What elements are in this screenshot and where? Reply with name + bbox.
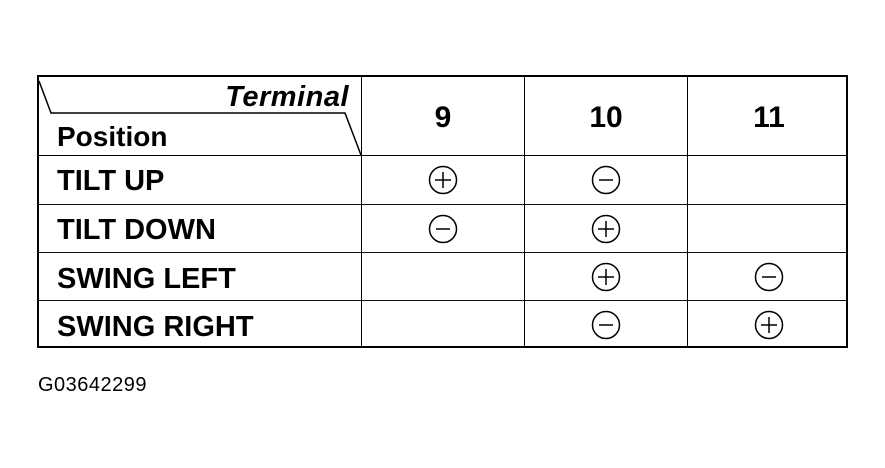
terminal-position-table: Terminal Position 9 10 11 TILT UP TILT D…	[37, 75, 848, 348]
column-divider	[687, 77, 688, 346]
terminal-9-header: 9	[434, 101, 452, 134]
terminal-10-header: 10	[589, 101, 623, 134]
terminal-header: Terminal	[225, 81, 349, 113]
row-label-swing-left: SWING LEFT	[57, 263, 236, 295]
plus-icon	[428, 165, 458, 195]
plus-icon	[754, 310, 784, 340]
row-label-tilt-down: TILT DOWN	[57, 214, 216, 246]
row-label-swing-right: SWING RIGHT	[57, 311, 254, 343]
row-divider	[39, 252, 846, 253]
minus-icon	[591, 165, 621, 195]
position-header: Position	[57, 121, 168, 152]
row-divider	[39, 204, 846, 205]
header-row-divider	[39, 155, 846, 156]
figure-code: G03642299	[38, 374, 148, 396]
header-diagonal-line	[39, 80, 362, 156]
column-divider	[524, 77, 525, 346]
plus-icon	[591, 214, 621, 244]
minus-icon	[591, 310, 621, 340]
row-divider	[39, 300, 846, 301]
minus-icon	[428, 214, 458, 244]
row-label-tilt-up: TILT UP	[57, 165, 165, 197]
column-divider	[361, 77, 362, 346]
terminal-11-header: 11	[753, 101, 785, 134]
minus-icon	[754, 262, 784, 292]
plus-icon	[591, 262, 621, 292]
